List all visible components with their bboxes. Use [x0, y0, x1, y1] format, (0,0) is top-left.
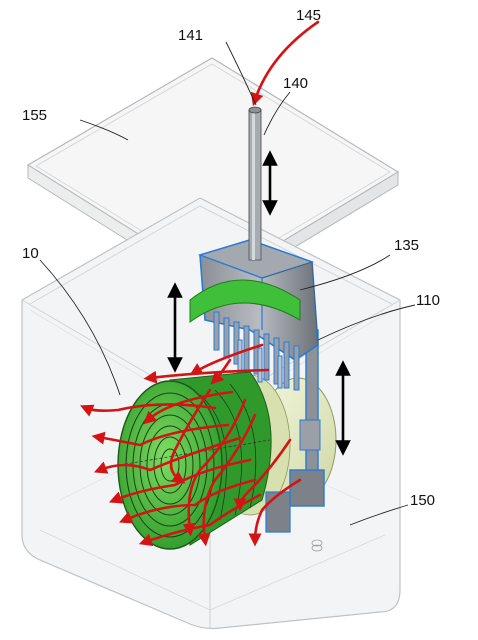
flow-arrows: [80, 20, 320, 547]
leader-lines: [39, 41, 416, 526]
nozzle-array: [213, 311, 300, 391]
upper-housing: [189, 239, 319, 361]
label-110: 110: [416, 292, 440, 309]
motion-arrows: [167, 150, 351, 456]
label-140: 140: [283, 75, 308, 92]
label-135: 135: [394, 237, 419, 254]
label-155: 155: [22, 107, 47, 124]
label-141: 141: [178, 27, 203, 44]
support-post: [265, 329, 325, 533]
label-145: 145: [296, 7, 321, 24]
label-150: 150: [410, 492, 435, 509]
vertical-rod: [248, 106, 262, 261]
label-10: 10: [22, 245, 39, 262]
